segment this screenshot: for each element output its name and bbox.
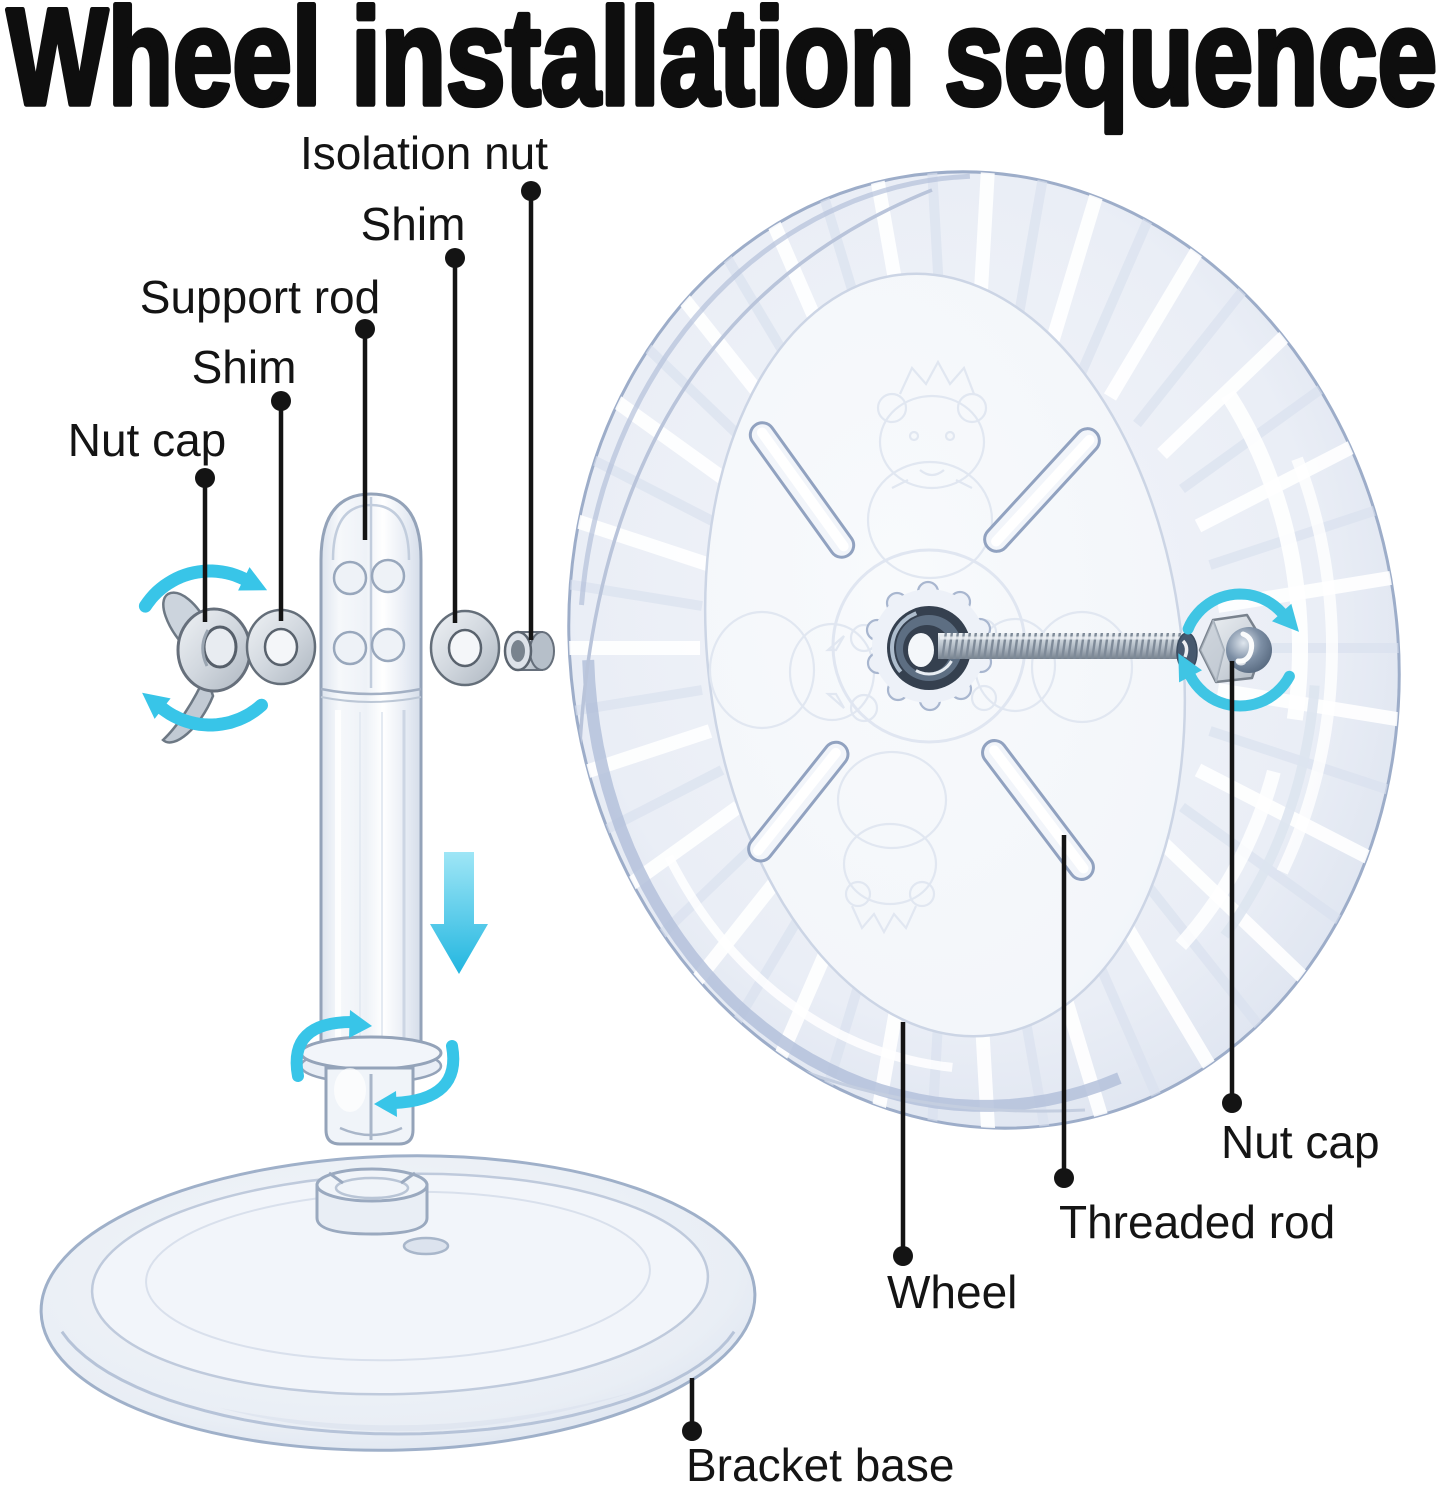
svg-text:Nut cap: Nut cap [1221,1116,1380,1168]
svg-text:Support rod: Support rod [140,271,380,323]
svg-text:Threaded rod: Threaded rod [1059,1196,1335,1248]
svg-text:Bracket base: Bracket base [686,1439,954,1485]
svg-text:Wheel: Wheel [887,1266,1017,1318]
svg-text:Wheel installation sequence: Wheel installation sequence [7,0,1437,134]
svg-text:Shim: Shim [192,341,297,393]
svg-text:Shim: Shim [361,198,466,250]
svg-text:Isolation nut: Isolation nut [300,127,548,179]
svg-text:Nut cap: Nut cap [68,414,227,466]
